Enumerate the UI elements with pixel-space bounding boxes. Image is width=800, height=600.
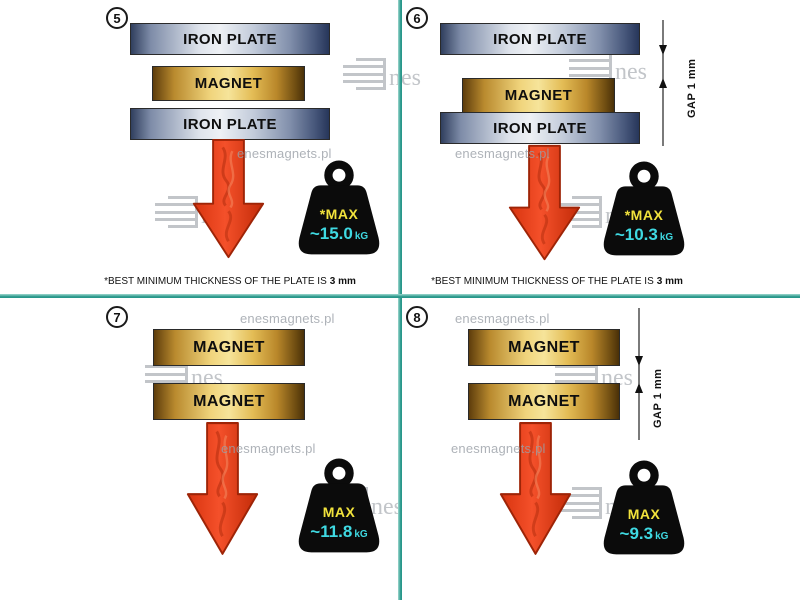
iron-plate-bar: IRON PLATE [130,23,330,55]
pull-force-arrow-icon [186,422,259,555]
max-label: *MAX [319,205,359,222]
magnet-bar: MAGNET [462,78,615,113]
magnet-label: MAGNET [194,75,263,92]
iron-plate-label: IRON PLATE [493,119,587,137]
enes-logo-icon [559,487,602,519]
magnet-label: MAGNET [193,392,265,410]
magnet-bar: MAGNET [153,383,305,420]
iron-plate-bar: IRON PLATE [130,108,330,140]
watermark-site: enesmagnets.pl [240,311,335,326]
magnet-bar: MAGNET [468,383,620,420]
watermark-site: enesmagnets.pl [455,311,550,326]
gap-label: GAP 1 mm [686,58,698,118]
magnet-bar: MAGNET [152,66,305,101]
max-label: *MAX [624,206,664,223]
enes-logo-text: nes [615,59,647,86]
iron-plate-label: IRON PLATE [183,30,277,48]
magnet-label: MAGNET [508,392,580,410]
watermark-site: enesmagnets.pl [221,441,316,456]
watermark-site: enesmagnets.pl [451,441,546,456]
watermark-site: enesmagnets.pl [455,146,550,161]
magnet-label: MAGNET [504,87,573,104]
gap-dimension-line [635,308,643,440]
panel-number: 6 [406,7,428,29]
enes-logo-text: nes [389,65,421,92]
enes-logo-icon [155,196,198,228]
pull-force-arrow-icon [508,144,581,261]
panel-number: 7 [106,306,128,328]
panel-number: 8 [406,306,428,328]
enes-logo-icon [559,196,602,228]
enes-logo-text: nes [371,494,403,521]
enes-logo-icon [343,58,386,90]
enes-logo-watermark: nes [343,58,421,92]
magnet-label: MAGNET [193,338,265,356]
iron-plate-bar: IRON PLATE [440,112,640,144]
max-label: MAX [322,503,356,520]
magnet-bar: MAGNET [153,329,305,366]
watermark-site: enesmagnets.pl [237,146,332,161]
pull-force-arrow-icon [499,422,572,555]
gap-label: GAP 1 mm [652,368,664,428]
horizontal-divider [0,294,800,298]
vertical-divider [398,0,402,600]
magnet-bar: MAGNET [468,329,620,366]
iron-plate-label: IRON PLATE [493,30,587,48]
panel-number: 5 [106,7,128,29]
iron-plate-bar: IRON PLATE [440,23,640,55]
magnet-label: MAGNET [508,338,580,356]
pull-force-arrow-icon [192,138,265,259]
gap-dimension-line [659,20,667,146]
max-label: MAX [627,505,661,522]
iron-plate-label: IRON PLATE [183,115,277,133]
